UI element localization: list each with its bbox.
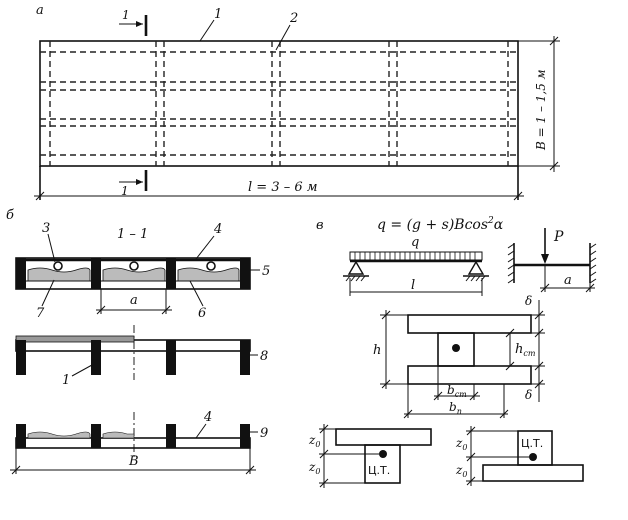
label-6: 6 [198,306,206,321]
dim-B-label: B [128,454,139,469]
panel-b-sections: б 1 – 1 3 4 5 6 [6,208,270,475]
slab-outline [39,40,519,167]
panel-a-plan: а 1 [34,3,560,201]
insulation-3 [177,267,240,282]
t-left-centroid [379,450,387,458]
t-left-z-top: z0 [308,433,320,449]
t-left-z-bottom: z0 [308,460,320,476]
i-beam-section: h hст δ δ bст [373,294,545,419]
dim-h-label: h [373,343,381,358]
top-cover-layer [15,335,135,343]
panel-v-letter: в [316,218,324,233]
support-left [347,260,365,275]
panel-v-schemes: в q = (g + s)Bcos2α q [308,216,597,488]
t-left-web [364,444,401,484]
section-title: 1 – 1 [117,227,148,242]
bottom-flange [407,365,532,385]
cantilever-point-load: P a [507,228,597,293]
label-4-b: 4 [203,410,212,425]
dim-length-label: l = 3 – 6 м [248,180,318,195]
dim-width: B = 1 – 1,5 м [518,36,560,172]
force-P-label: P [553,229,564,245]
rib-4 [240,258,250,289]
force-arrow [541,254,549,264]
t-section-right: Ц.Т. z0 z0 [455,426,584,486]
label-3: 3 [42,221,50,236]
dim-b-st-label: bст [447,383,467,399]
section-mark-bottom-label: 1 [121,184,129,198]
inverted-deck [15,437,251,449]
panel-b-letter: б [6,208,14,223]
leader-line-1 [199,19,215,42]
leader-label-1: 1 [214,7,222,22]
load-q-label: q [411,235,419,250]
t-section-left: Ц.Т. z0 z0 [308,424,432,488]
longitudinal-ribs [40,51,518,156]
label-1-b: 1 [62,373,70,388]
dim-b-p-label: bп [449,400,462,416]
label-9: 9 [260,426,268,441]
pipe-3 [206,261,216,271]
rib-2 [91,258,101,289]
insulation-1 [27,267,91,282]
label-7: 7 [36,306,45,321]
t-right-z-top: z0 [455,436,467,452]
dim-delta-top: δ [525,294,532,308]
span-a-label: a [564,273,572,288]
label-8: 8 [260,349,268,364]
t-right-flange [482,464,584,482]
t-left-flange [335,428,432,446]
t-left-ct-label: Ц.Т. [368,464,390,477]
section-inverted: 4 9 B [10,410,268,475]
leader-label-2: 2 [289,11,298,26]
dim-width-label: B = 1 – 1,5 м [534,69,548,151]
dim-length: l = 3 – 6 м [34,180,524,201]
transverse-ribs [49,41,509,166]
beam-distributed-load: q [343,235,489,296]
centroid-dot [452,344,460,352]
rib-3 [166,258,176,289]
section-1-1: 3 4 5 6 7 a [15,221,270,321]
load-formula: q = (g + s)Bcos2α [377,216,504,233]
section-ribs: 8 1 [15,325,268,388]
dim-a-label: a [130,293,138,308]
label-4: 4 [213,222,222,237]
span-l-label: l [411,278,415,293]
insulation-2 [102,267,166,282]
t-right-ct-label: Ц.Т. [521,437,543,450]
label-5: 5 [262,264,270,279]
t-right-z-bottom: z0 [455,463,467,479]
section-mark-bottom: 1 [119,170,148,198]
pipe-2 [129,261,139,271]
panel-a-letter: а [36,3,44,18]
support-right [467,260,485,275]
section-mark-top: 1 [119,8,148,36]
dim-h-st-label: hст [515,342,536,358]
leader-line-2 [275,24,291,51]
section-mark-top-label: 1 [122,8,130,22]
pipe-1 [53,261,63,271]
dim-delta-bottom: δ [525,388,532,402]
t-right-centroid [529,453,537,461]
rib-1 [16,258,26,289]
